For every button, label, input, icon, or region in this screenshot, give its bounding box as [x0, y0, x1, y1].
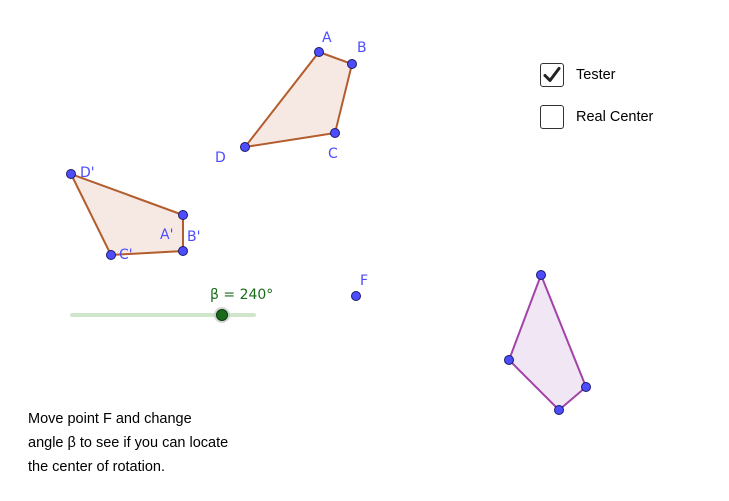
polygon-target — [507, 272, 588, 412]
checkbox-real-center[interactable]: Real Center — [540, 105, 653, 129]
target-vertex-top[interactable] — [536, 270, 546, 280]
point-c[interactable] — [330, 128, 340, 138]
label-c-prime: C' — [119, 247, 133, 263]
label-b: B — [357, 40, 367, 56]
slider-label: β = 240° — [210, 287, 273, 303]
target-vertex-left[interactable] — [504, 355, 514, 365]
instructions-text: Move point F and change angle β to see i… — [28, 407, 288, 479]
point-d-prime[interactable] — [66, 169, 76, 179]
point-a[interactable] — [314, 47, 324, 57]
target-vertex-right[interactable] — [581, 382, 591, 392]
label-a: A — [322, 30, 332, 46]
instructions-line-1: Move point F and change — [28, 411, 192, 427]
checkmark-icon — [543, 67, 561, 82]
checkbox-real-center-box[interactable] — [540, 105, 564, 129]
point-b-prime[interactable] — [178, 246, 188, 256]
label-b-prime: B' — [187, 229, 200, 245]
checkbox-tester[interactable]: Tester — [540, 63, 616, 87]
instructions-line-2: angle β to see if you can locate — [28, 435, 229, 451]
checkbox-real-center-label: Real Center — [576, 109, 654, 125]
target-vertex-bottom[interactable] — [554, 405, 564, 415]
label-c: C — [328, 146, 338, 162]
label-f: F — [360, 273, 368, 289]
checkbox-tester-box[interactable] — [540, 63, 564, 87]
point-d[interactable] — [240, 142, 250, 152]
instructions-line-3: the center of rotation. — [28, 459, 166, 475]
point-c-prime[interactable] — [106, 250, 116, 260]
label-a-prime: A' — [160, 227, 173, 243]
point-b[interactable] — [347, 59, 357, 69]
point-f[interactable] — [351, 291, 361, 301]
label-d-prime: D' — [80, 165, 95, 181]
point-a-prime[interactable] — [178, 210, 188, 220]
checkbox-tester-label: Tester — [576, 67, 616, 83]
slider-knob[interactable] — [216, 309, 228, 321]
label-d: D — [215, 150, 226, 166]
